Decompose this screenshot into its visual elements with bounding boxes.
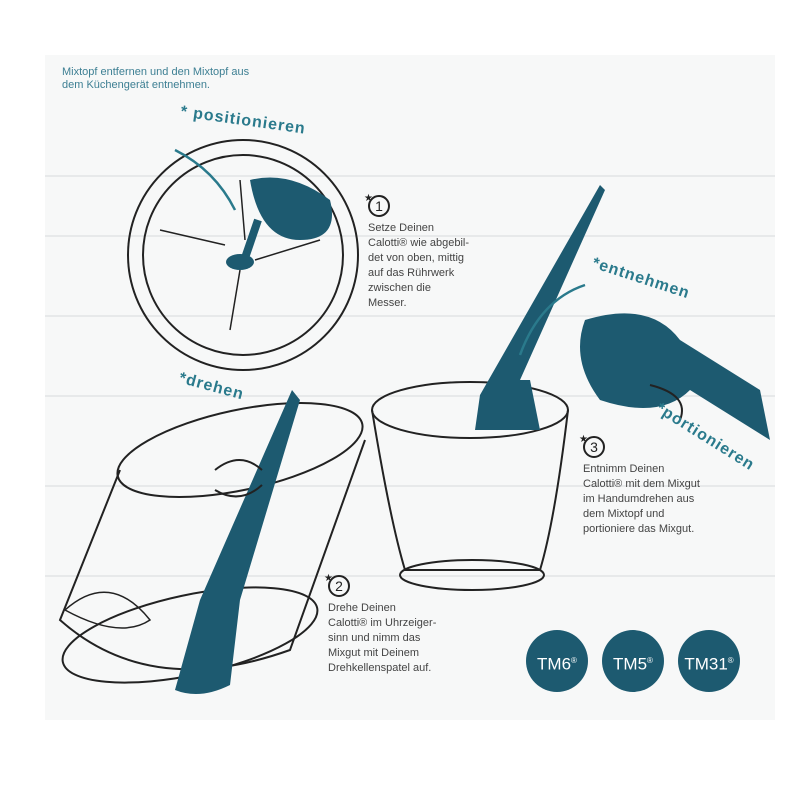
step-text: det von oben, mittig bbox=[368, 252, 465, 264]
step-text: zwischen die bbox=[368, 282, 431, 294]
step-text: Calotti® mit dem Mixgut bbox=[583, 478, 700, 490]
registered-mark: ® bbox=[647, 656, 653, 665]
step-text: Setze Deinen bbox=[368, 222, 435, 234]
step-text: im Handumdrehen aus bbox=[583, 493, 695, 505]
step-number: 3 bbox=[579, 431, 605, 458]
badge-label: TM31 bbox=[684, 654, 728, 674]
badge-tm6: TM6® bbox=[526, 630, 588, 692]
registered-mark: ® bbox=[727, 656, 734, 665]
step-text: Drehe Deinen bbox=[328, 602, 396, 614]
step-number: 1 bbox=[364, 190, 390, 217]
step1-illustration bbox=[127, 139, 359, 371]
step-text: Mixgut mit Deinem bbox=[328, 647, 420, 659]
badge-tm5: TM5® bbox=[602, 630, 664, 692]
badge-label: TM5 bbox=[613, 654, 648, 674]
intro-text: Mixtopf entfernen und den Mixtopf aus de… bbox=[62, 66, 249, 92]
step-text: Drehkellenspatel auf. bbox=[328, 662, 432, 674]
step-text: auf das Rührwerk bbox=[368, 267, 455, 279]
step-text: Calotti® wie abgebil- bbox=[368, 237, 470, 249]
step-3: 3 Entnimm Deinen Calotti® mit dem Mixgut… bbox=[579, 431, 700, 537]
registered-mark: ® bbox=[571, 656, 577, 665]
step-text: sinn und nimm das bbox=[328, 632, 421, 644]
step3-illustration bbox=[371, 185, 770, 591]
step-text: portioniere das Mixgut. bbox=[583, 523, 695, 535]
badge-label: TM6 bbox=[537, 654, 572, 674]
intro-line: dem Küchengerät entnehmen. bbox=[62, 79, 210, 91]
step2-illustration bbox=[58, 390, 366, 694]
step-1: 1 Setze Deinen Calotti® wie abgebil- det… bbox=[364, 190, 470, 311]
step-number: 2 bbox=[324, 570, 350, 597]
badge-tm31: TM31® bbox=[678, 630, 740, 692]
step-text: dem Mixtopf und bbox=[583, 508, 665, 520]
step-text: Entnimm Deinen bbox=[583, 463, 665, 475]
intro-line: Mixtopf entfernen und den Mixtopf aus bbox=[62, 66, 250, 78]
step-2: 2 Drehe Deinen Calotti® im Uhrzeiger- si… bbox=[324, 570, 437, 676]
step-text: Calotti® im Uhrzeiger- bbox=[328, 617, 437, 629]
step-text: Messer. bbox=[368, 297, 407, 309]
